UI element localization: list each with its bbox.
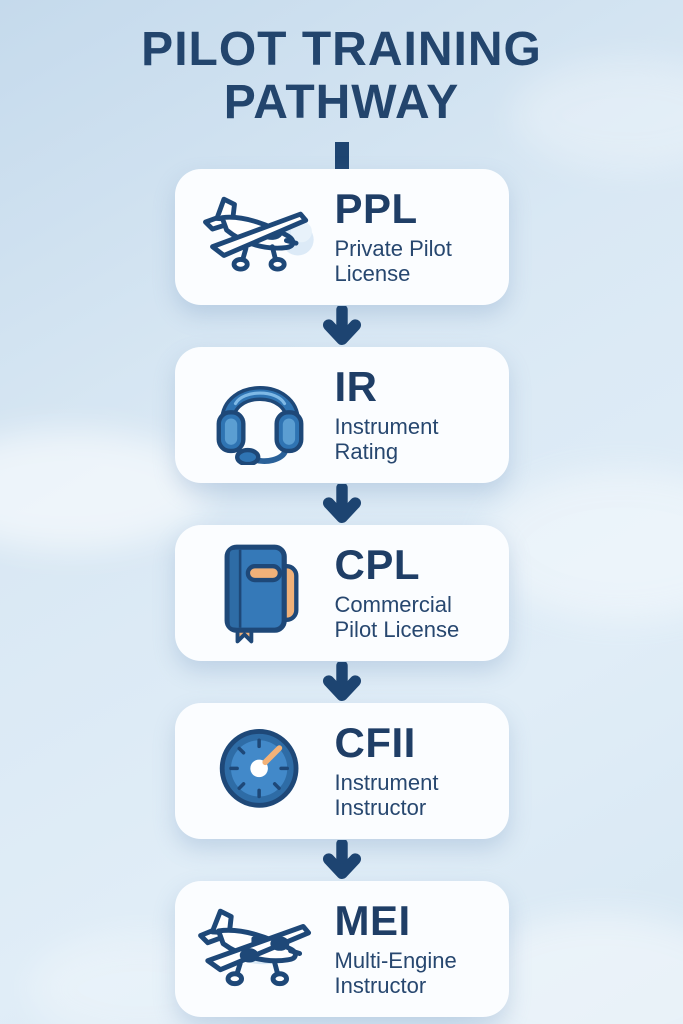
cloud-shape	[513, 60, 683, 170]
step-name: Instrument Rating	[334, 413, 439, 464]
pilot-logbook-icon	[189, 542, 331, 644]
step-name: Multi-Engine Instructor	[334, 947, 457, 998]
step-acronym: PPL	[334, 185, 418, 233]
page-title: PILOT TRAINING PATHWAY	[0, 0, 683, 130]
step-name: Commercial Pilot License	[334, 591, 460, 642]
down-arrow-icon	[322, 839, 361, 879]
step-card-ppl: PPL Private Pilot License	[174, 168, 509, 305]
step-card-ir: IR Instrument Rating	[174, 346, 509, 483]
connector-stem	[334, 141, 349, 169]
down-arrow-icon	[322, 483, 361, 523]
step-name: Private Pilot License	[334, 235, 452, 286]
step-acronym: IR	[334, 363, 378, 411]
step-text: IR Instrument Rating	[331, 363, 509, 464]
step-card-cfii: CFII Instrument Instructor	[174, 702, 509, 839]
step-card-cpl: CPL Commercial Pilot License	[174, 524, 509, 661]
step-name: Instrument Instructor	[334, 769, 439, 820]
step-acronym: CPL	[334, 541, 420, 589]
twin-engine-airplane-icon	[189, 904, 331, 994]
instrument-gauge-icon	[189, 723, 331, 819]
step-acronym: CFII	[334, 719, 416, 767]
page-title-line1: PILOT TRAINING	[141, 23, 542, 76]
step-card-mei: MEI Multi-Engine Instructor	[174, 880, 509, 1017]
aviation-headset-icon	[189, 365, 331, 465]
down-arrow-icon	[322, 661, 361, 701]
step-acronym: MEI	[334, 897, 411, 945]
step-text: CFII Instrument Instructor	[331, 719, 509, 820]
page-title-line2: PATHWAY	[223, 75, 460, 129]
step-text: CPL Commercial Pilot License	[331, 541, 509, 642]
single-engine-airplane-icon	[189, 193, 331, 281]
step-text: PPL Private Pilot License	[331, 185, 509, 286]
down-arrow-icon	[322, 305, 361, 345]
step-text: MEI Multi-Engine Instructor	[331, 897, 509, 998]
